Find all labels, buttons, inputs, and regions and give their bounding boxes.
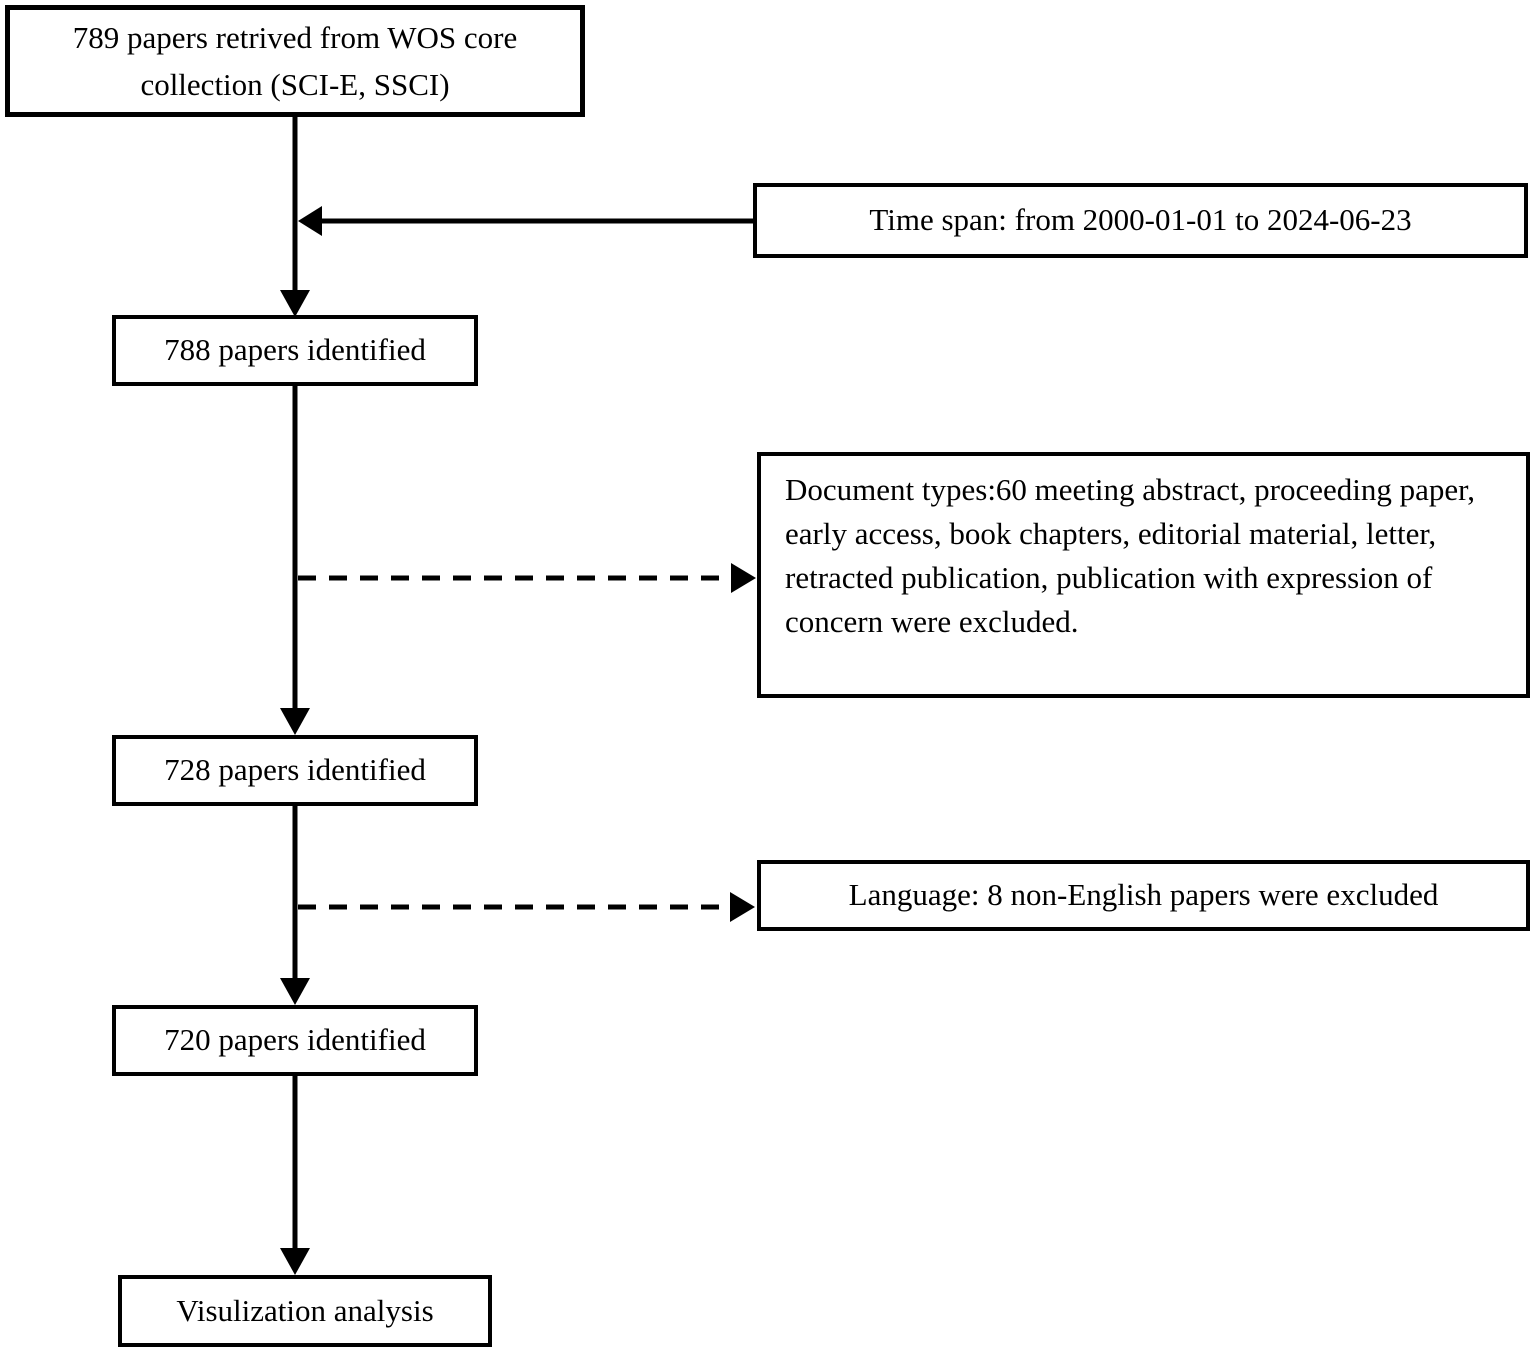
node-source-papers: 789 papers retrived from WOS core collec…	[5, 5, 585, 117]
arrowhead-left-timespan	[298, 206, 322, 236]
node-identified-788-label: 788 papers identified	[164, 332, 426, 368]
node-identified-728: 728 papers identified	[112, 735, 478, 806]
arrowhead-down-viz	[280, 1248, 310, 1275]
node-language-exclusion: Language: 8 non-English papers were excl…	[757, 860, 1530, 931]
node-timespan: Time span: from 2000-01-01 to 2024-06-23	[753, 183, 1528, 258]
node-timespan-label: Time span: from 2000-01-01 to 2024-06-23	[869, 202, 1412, 238]
arrowhead-right-doc-types	[731, 563, 756, 593]
node-language-label: Language: 8 non-English papers were excl…	[848, 877, 1439, 913]
node-identified-788: 788 papers identified	[112, 315, 478, 386]
node-visualization-analysis: Visulization analysis	[118, 1275, 492, 1347]
arrowhead-down-788	[280, 290, 310, 317]
arrowhead-down-728	[280, 708, 310, 735]
arrowhead-right-language	[730, 892, 755, 922]
node-doc-types-label: Document types:60 meeting abstract, proc…	[785, 472, 1483, 639]
node-source-label: 789 papers retrived from WOS core collec…	[72, 20, 518, 102]
arrowhead-down-720	[280, 978, 310, 1005]
node-visualization-label: Visulization analysis	[176, 1292, 434, 1328]
node-doc-types-exclusion: Document types:60 meeting abstract, proc…	[757, 452, 1530, 698]
node-identified-720: 720 papers identified	[112, 1005, 478, 1076]
node-identified-720-label: 720 papers identified	[164, 1022, 426, 1058]
node-identified-728-label: 728 papers identified	[164, 752, 426, 788]
